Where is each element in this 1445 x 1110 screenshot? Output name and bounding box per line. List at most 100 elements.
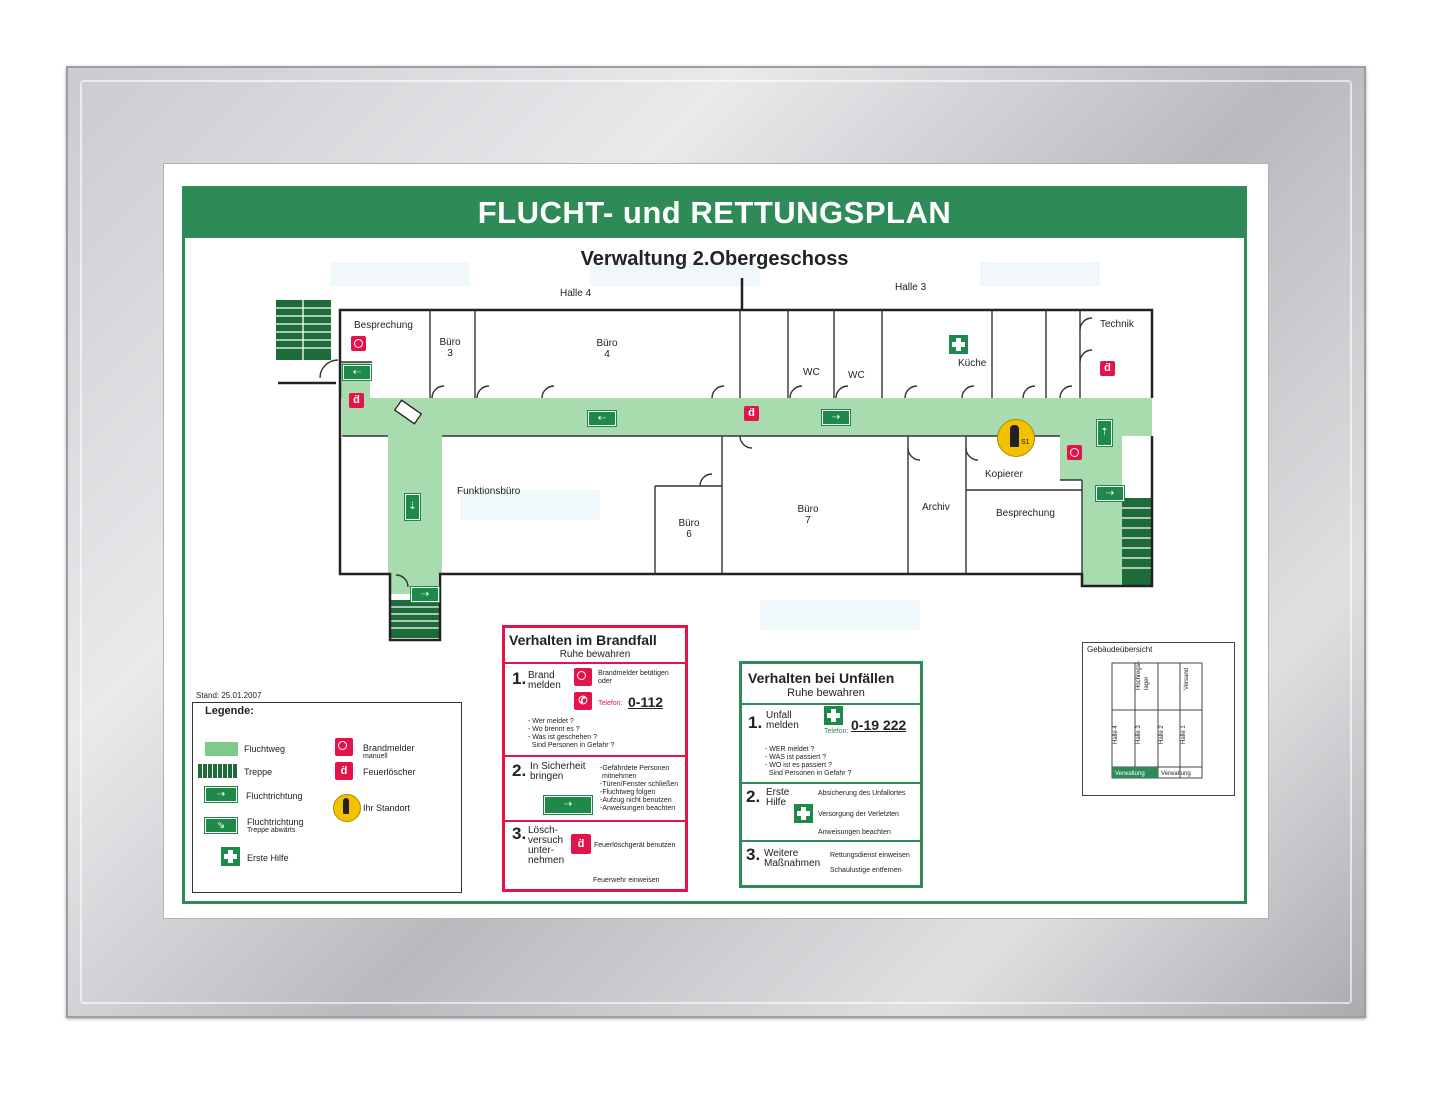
unfaelle-step3-note2: Schaulustige entfernen xyxy=(830,867,902,874)
unfaelle-title: Verhalten bei Unfällen xyxy=(748,670,895,686)
brandfall-step1-number: 1. xyxy=(512,669,527,688)
legend-brandmelder-label: Brandmelder xyxy=(363,743,415,753)
brandfall-title: Verhalten im Brandfall xyxy=(509,632,657,648)
exit-sign-icon: ⇢ xyxy=(1096,486,1124,501)
exit-sign-icon: ⇠ xyxy=(588,411,616,426)
exit-sign-icon: ⇡ xyxy=(1097,420,1112,446)
poster-title: FLUCHT- und RETTUNGSPLAN xyxy=(182,186,1247,238)
fire-alarm-icon xyxy=(351,336,366,351)
unfaelle-box xyxy=(739,661,923,888)
room-wc-1: WC xyxy=(803,367,820,378)
brandfall-box xyxy=(502,625,688,892)
room-besprechung-top: Besprechung xyxy=(354,320,413,331)
brandfall-step1-questions: - Wer meldet ? - Wo brennt es ? - Was is… xyxy=(528,718,615,749)
overview-map xyxy=(1111,662,1203,779)
room-buero-6: Büro 6 xyxy=(678,518,700,540)
brandfall-phone-icon: ✆ xyxy=(574,692,592,710)
room-wc-2: WC xyxy=(848,370,865,381)
overview-title: Gebäudeübersicht xyxy=(1087,645,1153,654)
unfaelle-step3-label: Weitere Maßnahmen xyxy=(764,848,821,869)
unfaelle-step1-questions: - WER meldet ? - WAS ist passiert ? - WO… xyxy=(765,746,852,777)
stairs-bottom-left xyxy=(391,600,439,638)
fire-extinguisher-icon: ḋ xyxy=(349,393,364,408)
overview-bottom-cell: Verwaltung xyxy=(1115,771,1145,777)
legend-fluchtrichtung-stairs-icon: ⇘ xyxy=(205,818,237,833)
legend-feuerloescher-label: Feuerlöscher xyxy=(363,767,416,777)
brandfall-tel-label: Telefon: xyxy=(598,700,623,707)
legend-treppe-label: Treppe xyxy=(244,767,273,777)
fire-extinguisher-icon: ḋ xyxy=(1100,361,1115,376)
brandfall-step2-number: 2. xyxy=(512,761,527,780)
unfaelle-step1-number: 1. xyxy=(748,713,763,732)
unfaelle-phone-number: 0-19 222 xyxy=(851,717,907,733)
room-kueche: Küche xyxy=(958,358,987,369)
legend-person-icon xyxy=(343,798,349,814)
brandfall-subtitle: Ruhe bewahren xyxy=(559,649,631,660)
room-technik: Technik xyxy=(1100,319,1134,330)
unfaelle-step3-number: 3. xyxy=(746,845,761,864)
legend-title: Legende: xyxy=(205,705,254,717)
exit-sign-icon: ⇠ xyxy=(343,365,371,380)
room-kopierer: Kopierer xyxy=(985,469,1023,480)
unfaelle-step2-note2: Versorgung der Verletzten xyxy=(818,811,899,818)
brandfall-extinguisher-icon: ḋ xyxy=(571,834,591,854)
room-buero-3: Büro 3 xyxy=(439,337,461,359)
hall-label-left: Halle 4 xyxy=(560,288,592,299)
legend-fluchtrichtung2-sub: Treppe abwärts xyxy=(247,827,296,834)
legend-erste-hilfe-label: Erste Hilfe xyxy=(247,853,289,863)
unfaelle-divider xyxy=(742,703,920,705)
brandfall-exit-icon: ⇢ xyxy=(544,796,592,814)
unfaelle-step2-note1: Absicherung des Unfallortes xyxy=(818,790,906,797)
unfaelle-step2-note3: Anweisungen beachten xyxy=(818,829,891,836)
room-buero-4: Büro 4 xyxy=(596,338,618,360)
exit-sign-icon: ⇣ xyxy=(405,494,420,520)
brandfall-step3-number: 3. xyxy=(512,824,527,843)
walls xyxy=(278,278,1154,642)
unfaelle-divider xyxy=(742,782,920,784)
legend-treppe-swatch xyxy=(198,764,238,778)
room-buero-7: Büro 7 xyxy=(797,504,819,526)
first-aid-icon xyxy=(949,335,968,354)
stairs-right xyxy=(1122,498,1152,586)
brandfall-divider xyxy=(505,755,685,757)
person-icon xyxy=(1010,425,1019,447)
brandfall-step3-note: Feuerlöschgerät benutzen xyxy=(594,842,676,849)
unfaelle-step2-label: Erste Hilfe xyxy=(766,787,790,808)
legend-fluchtrichtung2-label: Fluchtrichtung xyxy=(247,817,304,827)
legend-brandmelder-icon xyxy=(335,738,353,756)
brandfall-step1-label: Brand melden xyxy=(528,670,561,691)
legend-fluchtweg-label: Fluchtweg xyxy=(244,744,286,754)
hall-label-right: Halle 3 xyxy=(895,282,927,293)
background-watermark xyxy=(330,262,1100,630)
room-besprechung-bottom: Besprechung xyxy=(996,508,1055,519)
exit-sign-icon: ⇢ xyxy=(822,410,850,425)
unfaelle-step3-note1: Rettungsdienst einweisen xyxy=(830,852,910,859)
brandfall-divider xyxy=(505,662,685,664)
overview-top-cell: Hochregal- lager xyxy=(1136,660,1150,690)
brandfall-step3-label: Lösch- versuch unter- nehmen xyxy=(528,825,565,866)
unfaelle-phone-icon xyxy=(824,706,843,725)
fire-alarm-icon xyxy=(1067,445,1082,460)
unfaelle-divider xyxy=(742,840,920,842)
brandfall-step2-notes: -Gefährdete Personen mitnehmen -Türen/Fe… xyxy=(600,765,679,812)
unfaelle-subtitle: Ruhe bewahren xyxy=(787,687,865,699)
exit-sign-icon: ⇢ xyxy=(411,587,439,602)
brandfall-step3-footer: Feuerwehr einweisen xyxy=(593,877,660,884)
standort-label: S1 xyxy=(1021,439,1030,446)
brandfall-divider xyxy=(505,820,685,822)
brandfall-alarm-icon xyxy=(574,668,592,686)
stand-date: Stand: 25.01.2007 xyxy=(196,691,262,700)
overview-cell: Halle 4 xyxy=(1113,725,1119,744)
overview-cell: Halle 1 xyxy=(1181,725,1187,744)
brandfall-phone-number: 0-112 xyxy=(628,694,664,710)
legend-first-aid-icon xyxy=(221,847,240,866)
legend-fluchtrichtung-label: Fluchtrichtung xyxy=(246,791,303,801)
brandfall-step1-note: Brandmelder betätigen oder xyxy=(598,670,669,685)
legend-fluchtrichtung-icon: ⇢ xyxy=(205,787,237,802)
room-funktionsbuero: Funktionsbüro xyxy=(457,486,521,497)
fire-extinguisher-icon: ḋ xyxy=(744,406,759,421)
room-archiv: Archiv xyxy=(922,502,950,513)
escape-route xyxy=(340,362,1152,594)
legend-brandmelder-sub: manuell xyxy=(363,753,388,760)
